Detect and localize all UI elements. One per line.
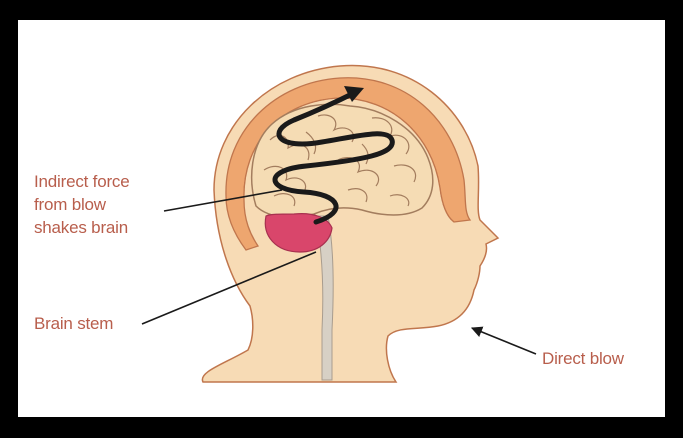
brain-stem-leader-line	[141, 251, 317, 325]
spiral-arrow-icon	[272, 89, 395, 225]
direct-blow-leader-arrow	[470, 326, 537, 355]
indirect-force-leader-line	[163, 189, 283, 212]
spinal-cord	[315, 215, 334, 381]
head-cross-section-diagram	[141, 64, 537, 383]
indirect-force-label: Indirect force from blow shakes brain	[34, 172, 130, 237]
skull-band	[225, 77, 472, 251]
brain-stem-label: Brain stem	[34, 314, 114, 333]
direct-blow-label: Direct blow	[542, 349, 624, 368]
spiral-arrow-head	[344, 86, 364, 102]
diagram-panel: Indirect force from blow shakes brain Br…	[18, 20, 665, 417]
